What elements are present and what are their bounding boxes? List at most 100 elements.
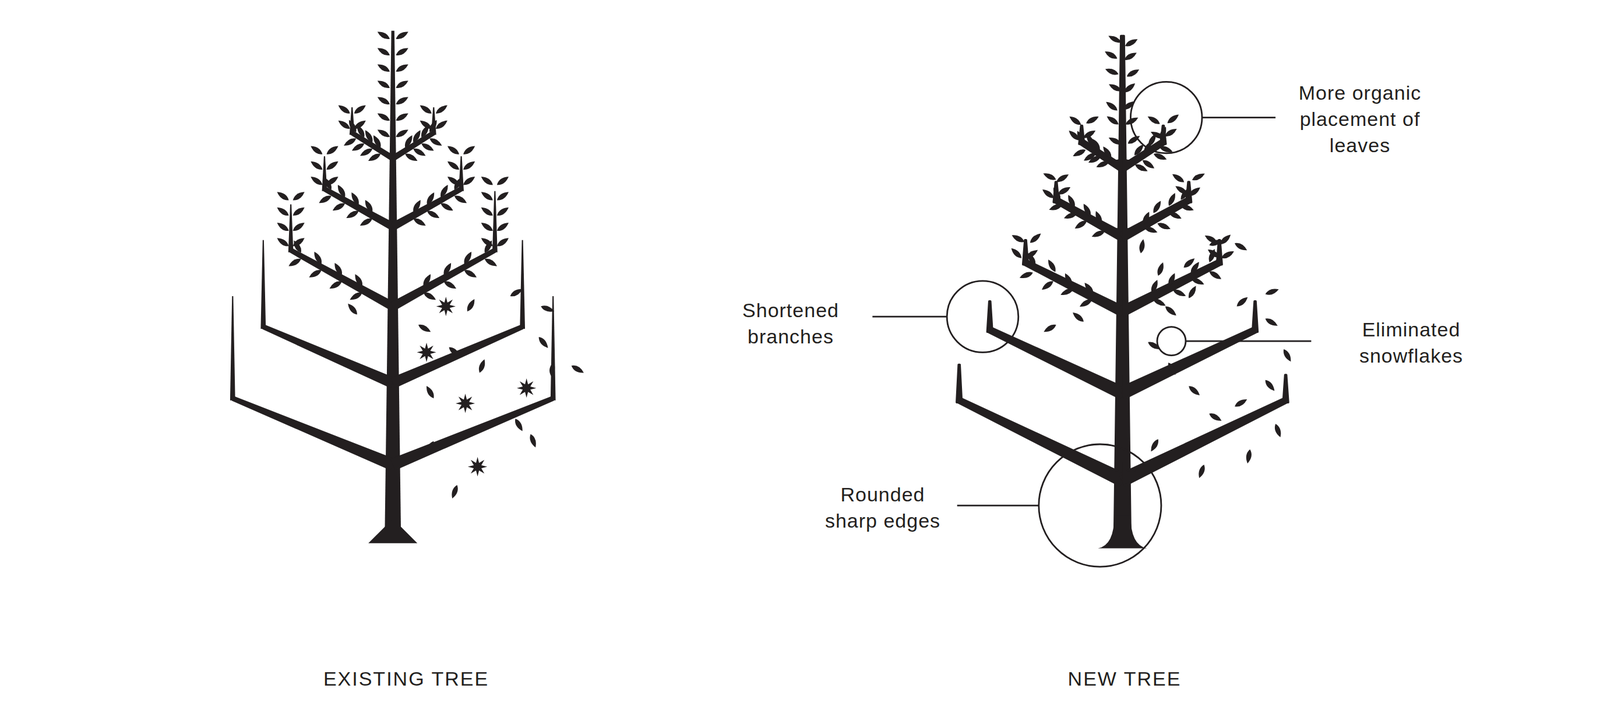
leaf: [1078, 297, 1094, 309]
leader-line: [1202, 116, 1276, 119]
leaf: [1010, 233, 1026, 245]
leaf: [394, 29, 410, 42]
leaf: [1179, 202, 1195, 213]
leaf: [418, 118, 433, 131]
branch: [1119, 327, 1257, 398]
branch-fillet: [1122, 293, 1139, 316]
leaf: [1245, 448, 1253, 464]
branch-elbow: [1160, 139, 1166, 145]
leaf: [495, 174, 510, 188]
leaf: [508, 286, 524, 299]
snowflake: [416, 342, 436, 362]
branch: [262, 324, 396, 389]
leaf: [1218, 232, 1233, 246]
leaf: [447, 344, 462, 358]
leaf: [483, 256, 499, 269]
leaf: [1186, 284, 1198, 300]
leaf: [291, 189, 306, 203]
leaf: [317, 193, 333, 206]
leaf: [325, 143, 340, 157]
figure-title: NEW TREE: [1068, 665, 1182, 692]
leaf: [344, 208, 361, 221]
branch: [390, 395, 555, 470]
branch-elbow: [1216, 259, 1222, 266]
leaf: [335, 183, 348, 199]
leaf: [1140, 157, 1156, 171]
leaf: [1024, 247, 1039, 260]
leaf: [275, 220, 291, 233]
leaf: [291, 205, 306, 218]
leaf: [1065, 193, 1077, 209]
leaf: [425, 208, 442, 221]
leaf: [1125, 67, 1141, 79]
callout-circle: [1130, 81, 1203, 154]
leaf: [464, 297, 477, 313]
callout-label: Shortened branches: [732, 297, 849, 350]
callout-label: More organic placement of leaves: [1298, 79, 1422, 159]
snowflake: [516, 378, 537, 398]
leaf: [307, 268, 323, 280]
leaf: [479, 174, 495, 188]
leaf: [287, 256, 303, 269]
leaf: [479, 205, 495, 218]
leaf: [1122, 50, 1138, 63]
leaf: [442, 279, 458, 291]
leaf: [411, 216, 428, 228]
branch-fillet: [1105, 293, 1123, 316]
leaf: [479, 235, 495, 249]
leaf: [1101, 145, 1114, 160]
branch: [1120, 198, 1190, 241]
tree-foot: [1097, 515, 1147, 549]
leaf: [1163, 304, 1178, 317]
leaf: [1165, 112, 1181, 126]
leaf: [434, 103, 449, 116]
snowflake: [436, 296, 456, 316]
leaf: [1067, 128, 1082, 143]
branch: [1024, 259, 1125, 316]
figure-title: EXISTING TREE: [323, 665, 489, 692]
leaf: [1048, 202, 1064, 213]
leaf: [1123, 36, 1140, 48]
leaf: [1081, 202, 1094, 218]
leaf: [1174, 184, 1189, 197]
leaf: [417, 322, 433, 334]
leaf: [376, 62, 392, 74]
branch: [1054, 198, 1124, 241]
leaf: [424, 439, 436, 456]
leaf: [1104, 99, 1120, 113]
leaf: [1103, 49, 1119, 62]
branch-fillet: [1105, 461, 1123, 485]
leaf: [445, 174, 461, 188]
leaf: [275, 205, 291, 218]
branch: [988, 327, 1126, 398]
leaf: [495, 220, 510, 233]
callout-circles: [872, 81, 1311, 567]
leaf: [1149, 129, 1165, 141]
branch-elbow: [956, 397, 962, 403]
leaf: [1040, 187, 1056, 201]
leaf: [1149, 437, 1161, 453]
leaf: [424, 384, 436, 400]
leaf: [1138, 238, 1147, 255]
leaf: [462, 174, 477, 188]
branch: [1119, 397, 1288, 486]
branch: [288, 203, 294, 252]
leaf: [1207, 411, 1224, 424]
leaf: [328, 279, 344, 291]
snowflake: [467, 456, 488, 477]
leaf: [394, 94, 410, 107]
branch-fillet: [1105, 218, 1123, 242]
leaf: [376, 29, 392, 42]
leaf: [1068, 114, 1083, 127]
leaf: [1263, 378, 1277, 393]
leaf: [1071, 147, 1087, 159]
leader-line: [1185, 340, 1311, 343]
branch-fillet: [1122, 461, 1139, 485]
leaf: [275, 189, 291, 203]
leaf: [445, 143, 461, 157]
leaf: [325, 174, 340, 188]
leaf: [1281, 347, 1293, 364]
leaf: [1166, 272, 1177, 288]
branch: [956, 364, 962, 403]
leaf: [346, 301, 359, 316]
